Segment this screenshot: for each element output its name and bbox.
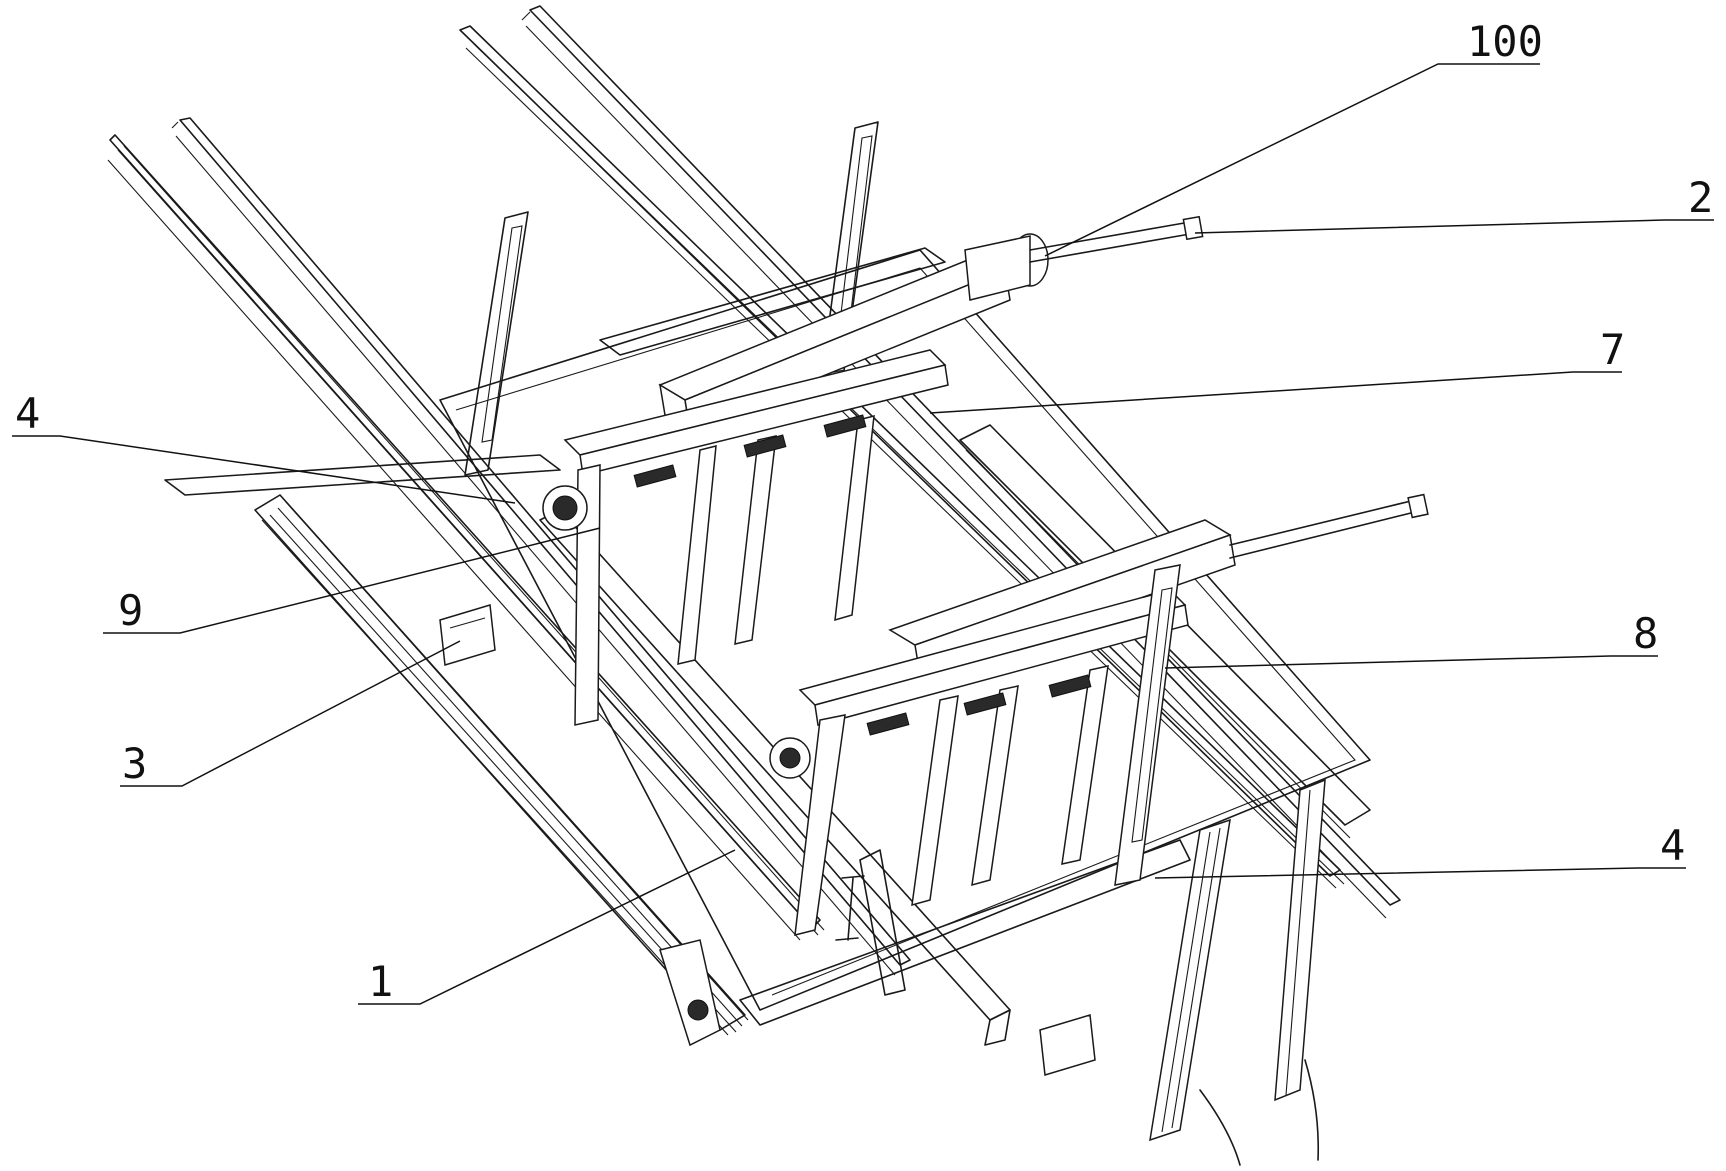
- upper-actuator-cylinder: [964, 215, 1204, 301]
- label-4-right: 4: [1660, 821, 1685, 870]
- lower-carriage-legs: [794, 665, 1109, 936]
- drive-gearbox: [659, 939, 721, 1047]
- curved-rail-ends: [1199, 1059, 1320, 1166]
- label-8: 8: [1633, 609, 1658, 658]
- left-guide-rail: [107, 134, 825, 941]
- upright-left: [464, 211, 529, 476]
- lower-upright: [1114, 564, 1181, 886]
- left-inner-rail: [171, 117, 911, 976]
- left-mount-plate: [164, 454, 561, 496]
- sensor-bracket: [439, 604, 496, 666]
- right-mount-plate: [599, 247, 946, 356]
- label-3: 3: [122, 739, 147, 788]
- lower-pulley: [769, 737, 811, 779]
- right-end-block: [1039, 1014, 1096, 1076]
- leader-4-right: [1154, 867, 1686, 879]
- upper-pulley: [542, 485, 588, 531]
- label-9: 9: [118, 586, 143, 635]
- leader-8: [1164, 655, 1658, 669]
- leader-7: [929, 371, 1622, 414]
- lower-extrusion-rail: [254, 494, 749, 1036]
- label-100: 100: [1467, 17, 1543, 66]
- leader-4-left: [12, 435, 516, 504]
- lower-bearing-blocks: [866, 674, 1092, 736]
- upper-bearing-blocks: [633, 414, 867, 488]
- label-4-left: 4: [15, 389, 40, 438]
- lower-actuator-rod: [1229, 493, 1429, 559]
- base-plate: [439, 249, 1371, 1011]
- leader-100: [1044, 63, 1540, 257]
- leader-1: [358, 849, 736, 1005]
- lower-carriage: [769, 493, 1429, 936]
- right-inner-rail: [521, 5, 1401, 919]
- vertical-extrusion-post: [1149, 778, 1326, 1142]
- upper-carriage: [542, 215, 1204, 726]
- section-mark-I: [835, 875, 865, 941]
- label-7: 7: [1600, 325, 1625, 374]
- leader-3: [120, 640, 461, 787]
- front-plate: [739, 839, 1191, 1026]
- leader-9: [103, 527, 601, 634]
- label-1: 1: [368, 957, 393, 1006]
- label-2: 2: [1688, 173, 1713, 222]
- leader-2: [1194, 219, 1714, 234]
